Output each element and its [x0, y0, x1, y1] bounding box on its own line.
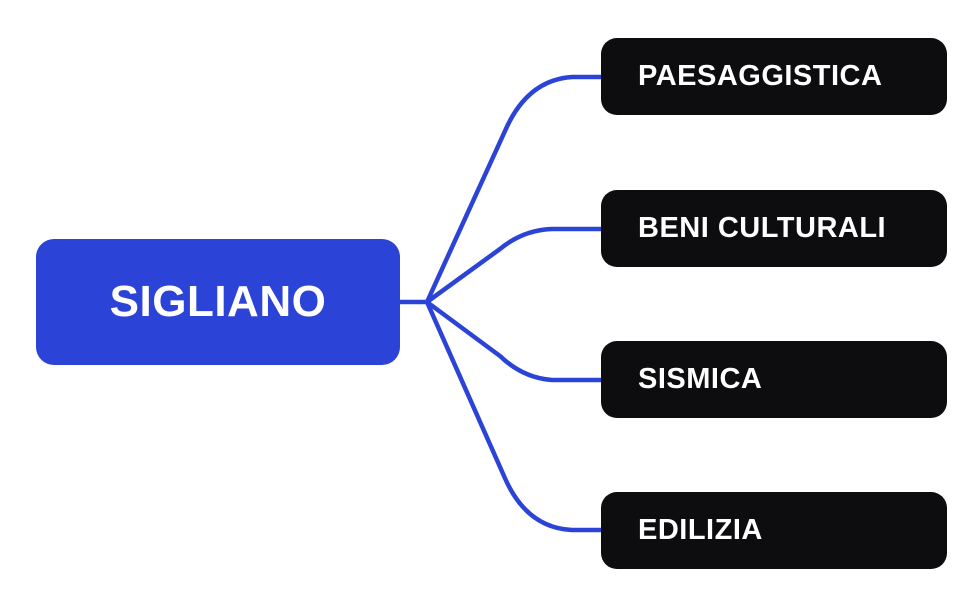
connector-beni-culturali	[424, 226, 604, 305]
child-node-label: PAESAGGISTICA	[638, 60, 883, 92]
child-node-sismica[interactable]: SISMICA	[601, 341, 947, 418]
connector-edilizia	[424, 299, 604, 533]
root-node-sigliano[interactable]: SIGLIANO	[36, 239, 400, 365]
child-node-edilizia[interactable]: EDILIZIA	[601, 492, 947, 569]
child-node-paesaggistica[interactable]: PAESAGGISTICA	[601, 38, 947, 115]
child-node-label: SISMICA	[638, 363, 763, 395]
connector-paesaggistica	[424, 74, 604, 305]
connector-sismica	[424, 299, 604, 383]
child-node-label: BENI CULTURALI	[638, 212, 887, 244]
child-node-label: EDILIZIA	[638, 514, 763, 546]
root-node-label: SIGLIANO	[109, 277, 327, 326]
child-node-beni-culturali[interactable]: BENI CULTURALI	[601, 190, 947, 267]
